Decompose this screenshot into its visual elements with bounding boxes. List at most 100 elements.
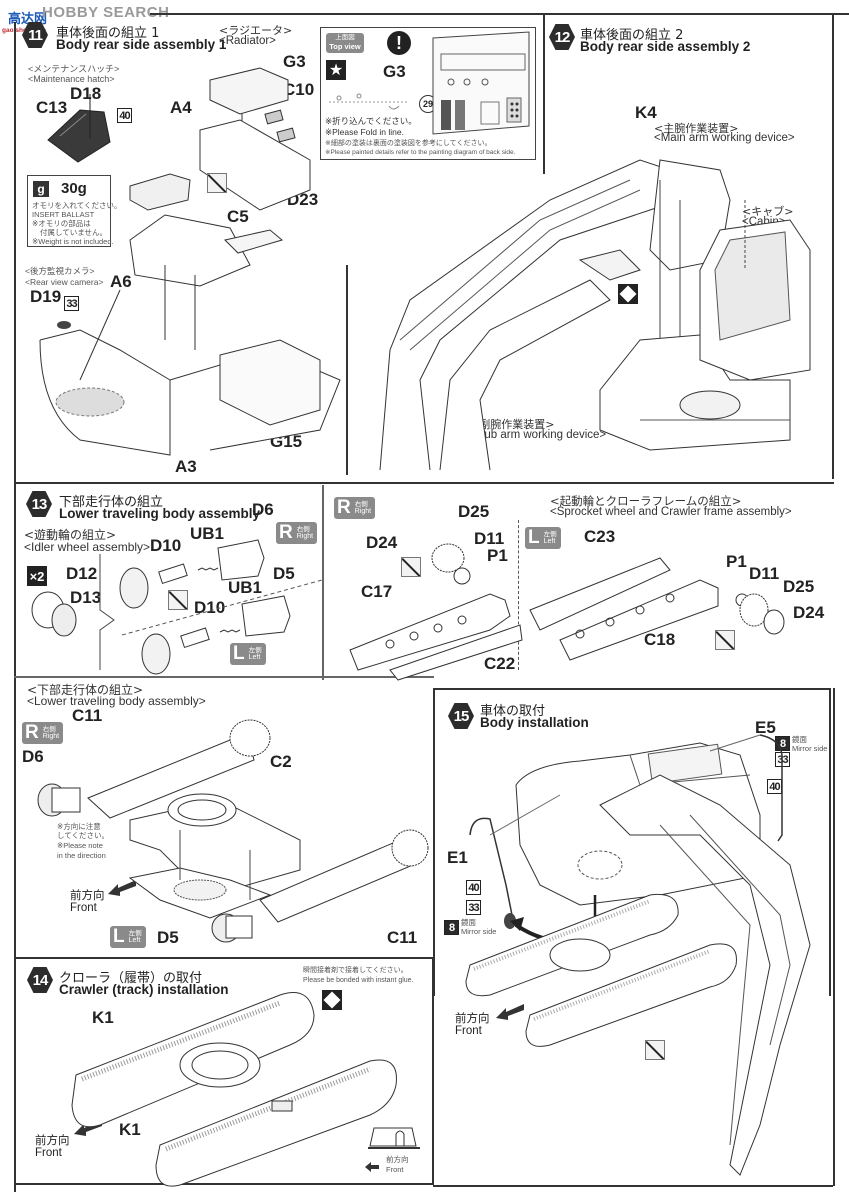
- step15-right-edge: [833, 688, 835, 1186]
- sub-arm: [440, 280, 610, 470]
- side-tag-en: Right: [42, 732, 60, 740]
- direction-note-jp-1: ※方向に注意: [57, 822, 101, 831]
- step-14-title-jp: クローラ（履帯）の取付: [59, 971, 203, 986]
- main-arm-label-jp: <主腕作業装置>: [654, 122, 739, 135]
- inset-front-jp: 前方向: [386, 1155, 409, 1164]
- side-tag-letter: L: [528, 527, 540, 548]
- decal-fold-sketch: [329, 90, 409, 114]
- radiator-label-jp: <ラジエータ>: [219, 24, 293, 37]
- lower-crawler-front: [526, 944, 736, 1047]
- part-label-d12: D12: [66, 564, 98, 583]
- right-border-top: [832, 14, 834, 479]
- caution-icon: !: [387, 31, 411, 55]
- step-14-badge: 14: [27, 967, 53, 993]
- side-tag-letter: R: [279, 522, 293, 543]
- crawler-track-drawing: [70, 975, 400, 1175]
- top-view-tag: 上面図 Top view: [326, 33, 364, 53]
- ballast-line-2: INSERT BALLAST: [32, 210, 95, 219]
- side-tag-en: Left: [128, 936, 141, 944]
- side-tag-jp: 左側: [543, 530, 557, 539]
- main-arm-label-en: <Main arm working device>: [654, 132, 795, 144]
- front-arrow-small-icon: [365, 1162, 379, 1172]
- decal-note-box: 上面図 Top view ! ★ G3 29 ※折り込んでください。 ※Plea…: [320, 27, 536, 160]
- step-12-title-jp: 車体後面の組立 2: [580, 28, 684, 43]
- mirror-label-en-bottom: Mirror side: [461, 927, 497, 936]
- decal-panel-drawing: [421, 30, 533, 138]
- part-label-c17: C17: [361, 582, 393, 601]
- sub-arm-label-jp: <副腕作業装置>: [470, 418, 555, 431]
- no-glue-icon: [645, 1040, 665, 1060]
- front-view-inset: [368, 1124, 422, 1154]
- multiplier-badge: ×2: [27, 566, 47, 586]
- part-label-d19: D19: [30, 287, 62, 306]
- part-label-g3: G3: [283, 52, 306, 71]
- frame-a4: [200, 120, 310, 210]
- step13-divider: [322, 485, 324, 680]
- part-label-c22: C22: [484, 654, 516, 673]
- part-label-c11-top: C11: [72, 706, 103, 725]
- hatch-part: [48, 110, 110, 162]
- weight-icon-letter: g: [37, 182, 45, 196]
- color-code-40-bottom: 40: [466, 880, 481, 895]
- ballast-note: g 30g オモリを入れてください。 INSERT BALLAST ※オモリの部…: [27, 175, 122, 247]
- part-label-d13: D13: [70, 588, 102, 607]
- hatch-label-en: <Maintenance hatch>: [28, 74, 115, 84]
- idler-label-en: <Idler wheel assembly>: [24, 540, 151, 554]
- part-label-d6-top: D6: [252, 500, 274, 519]
- direction-note-en-1: ※Please note: [57, 841, 103, 850]
- part-label-k1-top: K1: [92, 1008, 114, 1027]
- inset-front-en: Front: [386, 1165, 404, 1174]
- step-14-title-en: Crawler (track) installation: [59, 982, 229, 997]
- step-13-badge: 13: [26, 491, 52, 517]
- color-code-33: 33: [64, 296, 79, 311]
- crawler-frame-drawing: [330, 540, 840, 680]
- track-k1-front: [156, 1060, 396, 1186]
- part-label-d24-left: D24: [793, 603, 825, 622]
- part-label-c13: C13: [36, 98, 68, 117]
- no-glue-icon: [207, 173, 227, 193]
- step15-frame: [433, 688, 831, 996]
- part-label-k4: K4: [635, 103, 657, 122]
- wheel-d13: [52, 604, 76, 636]
- step-15-title-en: Body installation: [480, 715, 589, 730]
- front-arrow-icon: [108, 880, 136, 896]
- part-label-k1-bottom: K1: [119, 1120, 141, 1139]
- side-tag-jp: 右側: [42, 725, 56, 734]
- step11-assembly-drawing: [20, 50, 340, 470]
- part-label-d5-lower: D5: [157, 928, 179, 947]
- mirror-label-jp-top: 鏡面: [792, 735, 807, 744]
- radiator-part: [210, 68, 288, 114]
- watermark-site: HOBBY SEARCH: [42, 4, 170, 21]
- part-label-d25-right: D25: [458, 502, 490, 521]
- part-label-d10-bottom: D10: [194, 598, 226, 617]
- idler-wheel-drawing: [22, 540, 322, 680]
- lower-body-label-en: <Lower traveling body assembly>: [27, 694, 206, 708]
- lower-body-label-jp: <下部走行体の組立>: [27, 683, 144, 697]
- glue-note-jp: 瞬間接着剤で接着してください。: [303, 967, 408, 974]
- direction-note-jp-2: してください。: [57, 831, 110, 840]
- part-label-a4: A4: [170, 98, 192, 117]
- ballast-weight: 30g: [61, 180, 87, 197]
- top-view-en: Top view: [329, 41, 361, 51]
- part-label-p1-right: P1: [487, 546, 508, 565]
- side-tag-en: Right: [354, 507, 372, 515]
- star-icon: ★: [326, 60, 346, 80]
- step12-left-edge: [346, 265, 348, 475]
- front-label-step13: 前方向 Front: [70, 890, 105, 914]
- part-label-d18: D18: [70, 84, 102, 103]
- decal-part-g3: G3: [383, 62, 406, 81]
- part-label-e5: E5: [755, 718, 776, 737]
- part-label-c2: C2: [270, 752, 292, 771]
- part-label-d24-right: D24: [366, 533, 398, 552]
- part-label-c23: C23: [584, 527, 616, 546]
- side-tag-jp: 左側: [248, 646, 262, 655]
- front-label-step15: 前方向 Front: [455, 1013, 490, 1037]
- part-label-c18: C18: [644, 630, 676, 649]
- side-tag-letter: R: [337, 497, 351, 518]
- step15-assembly-drawing: [460, 725, 830, 1180]
